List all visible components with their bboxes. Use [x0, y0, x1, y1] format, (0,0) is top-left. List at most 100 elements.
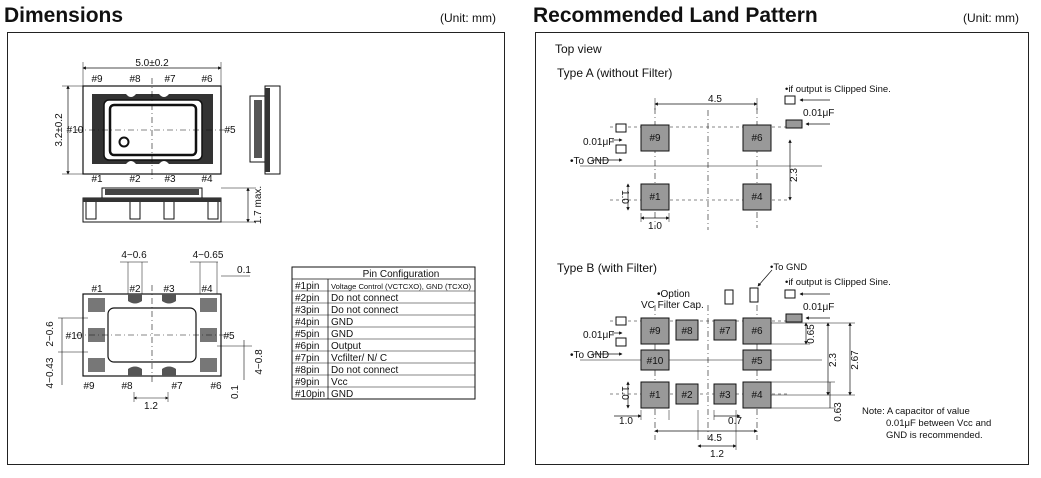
side-view-right: [249, 85, 281, 175]
bv-pin-7: #7: [171, 381, 183, 392]
pin-table-desc: GND: [331, 329, 353, 340]
top-view-label: Top view: [555, 42, 602, 56]
tb-dim-267: 2.67: [850, 350, 861, 370]
tb-cap-right: 0.01μF: [803, 302, 834, 313]
tb-dim-23: 2.3: [828, 353, 839, 367]
pin-table-desc: Do not connect: [331, 293, 398, 304]
dim-side-c: 4−0.8: [254, 349, 265, 375]
top-view-package: [76, 78, 230, 182]
pin-table-pin: #9pin: [295, 377, 319, 388]
tb-note-line-2: 0.01μF between Vcc and: [886, 418, 991, 429]
tb-pad-7: #7: [719, 326, 731, 337]
tb-dim-10w: 1.0: [619, 416, 633, 427]
dim-side-b: 4−0.43: [45, 357, 56, 388]
tb-pad-8: #8: [681, 326, 693, 337]
tb-dim-10h: 1.0: [619, 386, 630, 400]
pin-table-desc: GND: [331, 389, 353, 400]
bv-pin-10: #10: [66, 331, 83, 342]
pin-table-pin: #1pin: [295, 281, 319, 292]
ta-pad-1: #1: [649, 192, 661, 203]
pin-config-table: [291, 266, 476, 400]
tb-note-line-3: GND is recommended.: [886, 430, 983, 441]
dim-12: 1.2: [144, 401, 158, 412]
type-a-pattern: [580, 95, 830, 230]
tv-pin-4: #4: [201, 174, 213, 185]
pin-table-desc: Output: [331, 341, 361, 352]
tb-dim-065: 0.65: [806, 324, 817, 344]
tv-pin-5: #5: [224, 125, 236, 136]
dimensions-panel: [7, 32, 505, 465]
tb-option: •Option: [657, 289, 690, 300]
dim-01-top: 0.1: [237, 265, 251, 276]
bottom-view-package: [76, 285, 230, 385]
tv-pin-1: #1: [91, 174, 103, 185]
dim-01-bottom: 0.1: [230, 385, 241, 399]
tb-note-clipped: •if output is Clipped Sine.: [785, 277, 891, 288]
tb-pad-4: #4: [751, 390, 763, 401]
pin-table-pin: #5pin: [295, 329, 319, 340]
ta-pad-4: #4: [751, 192, 763, 203]
tv-pin-2: #2: [129, 174, 141, 185]
tb-to-gnd-top: •To GND: [770, 262, 807, 273]
dim-width: 5.0±0.2: [135, 58, 169, 69]
dim-thickness: 1.7 max.: [253, 186, 264, 224]
ta-to-gnd: •To GND: [570, 156, 609, 167]
tv-pin-7: #7: [164, 74, 176, 85]
tb-vc-filter: VC Filter Cap.: [641, 300, 704, 311]
pin-table-pin: #4pin: [295, 317, 319, 328]
tb-dim-063: 0.63: [833, 402, 844, 422]
pin-table-pin: #7pin: [295, 353, 319, 364]
type-a-label: Type A (without Filter): [557, 66, 672, 80]
tb-cap-left: 0.01μF: [583, 330, 614, 341]
ta-cap-left: 0.01μF: [583, 137, 614, 148]
type-b-label: Type B (with Filter): [557, 261, 657, 275]
pin-table-pin: #8pin: [295, 365, 319, 376]
tv-pin-3: #3: [164, 174, 176, 185]
pin-table-desc: Voltage Control (VCTCXO), GND (TCXO): [331, 282, 472, 291]
tb-note-line-1: Note: A capacitor of value: [862, 406, 970, 417]
ta-note-clipped: •if output is Clipped Sine.: [785, 84, 891, 95]
side-view-bottom: [82, 187, 256, 223]
tv-pin-8: #8: [129, 74, 141, 85]
pin-table-pin: #3pin: [295, 305, 319, 316]
pin-table-pin: #6pin: [295, 341, 319, 352]
dim-side-a: 2−0.6: [45, 321, 56, 347]
bv-pin-3: #3: [163, 284, 175, 295]
ta-pad-9: #9: [649, 133, 661, 144]
dim-height: 3.2±0.2: [54, 113, 65, 147]
pin-table-pin: #10pin: [295, 389, 325, 400]
pin-table-desc: Vcc: [331, 377, 348, 388]
pin-table-desc: Vcfilter/ N/ C: [331, 353, 387, 364]
dim-pad-top-b: 4−0.65: [193, 250, 224, 261]
type-b-pattern: [580, 269, 855, 450]
ta-pad-6: #6: [751, 133, 763, 144]
tb-pad-9: #9: [649, 326, 661, 337]
land-pattern-unit: (Unit: mm): [963, 11, 1019, 25]
pin-table-pin: #2pin: [295, 293, 319, 304]
bv-pin-4: #4: [201, 284, 213, 295]
tb-pad-6: #6: [751, 326, 763, 337]
dimensions-unit: (Unit: mm): [440, 11, 496, 25]
ta-cap-right: 0.01μF: [803, 108, 834, 119]
pin-table-desc: Do not connect: [331, 305, 398, 316]
bv-pin-6: #6: [210, 381, 222, 392]
tb-pad-1: #1: [649, 390, 661, 401]
bv-pin-2: #2: [129, 284, 141, 295]
pin-table-desc: Do not connect: [331, 365, 398, 376]
ta-dim-10h: 1.0: [619, 190, 630, 204]
tb-to-gnd: •To GND: [570, 350, 609, 361]
bv-pin-8: #8: [121, 381, 133, 392]
pin-table-desc: GND: [331, 317, 353, 328]
tb-dim-07: 0.7: [728, 416, 742, 427]
land-pattern-panel: [535, 32, 1029, 465]
tb-dim-12: 1.2: [710, 449, 724, 460]
tb-dim-45: 4.5: [708, 433, 722, 444]
tb-pad-3: #3: [719, 390, 731, 401]
pin-table-header: Pin Configuration: [363, 269, 440, 280]
bv-pin-5: #5: [223, 331, 235, 342]
tv-pin-6: #6: [201, 74, 213, 85]
ta-dim-10w: 1.0: [648, 221, 662, 232]
tv-pin-9: #9: [91, 74, 103, 85]
land-pattern-title: Recommended Land Pattern: [533, 4, 818, 27]
